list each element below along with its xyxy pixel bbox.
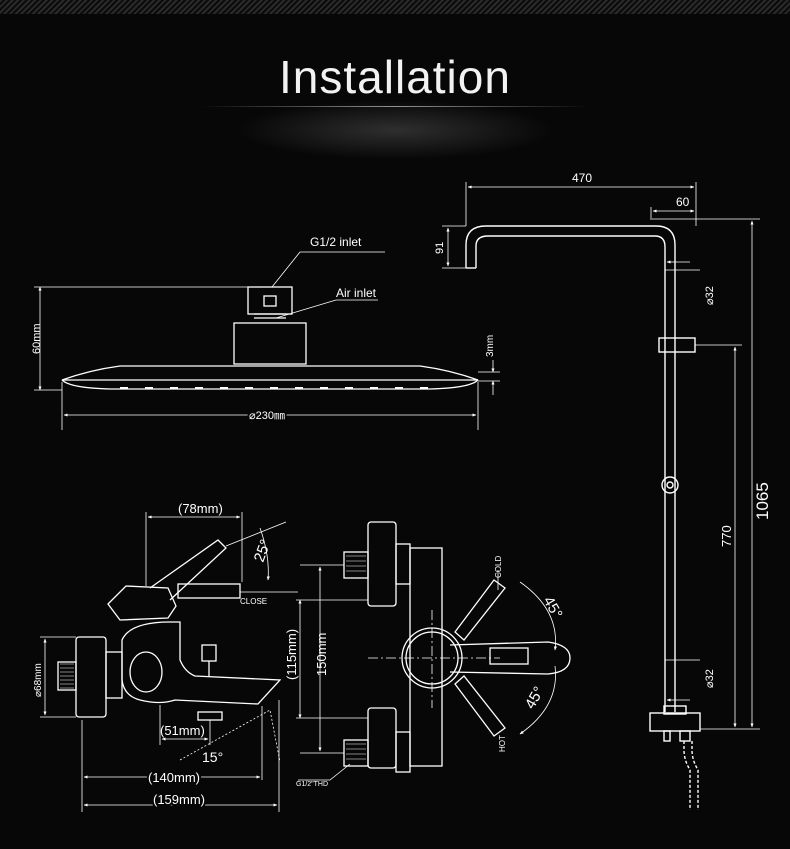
- air-inlet-label: Air inlet: [336, 286, 377, 300]
- upper-nut: [395, 543, 411, 585]
- spout-angle-label: 15°: [202, 749, 223, 765]
- decorative-top-band: [0, 0, 790, 14]
- cold-label: COLD: [494, 556, 503, 578]
- shower-head-diameter-label: ⌀230㎜: [249, 410, 285, 422]
- title-glow: [235, 100, 555, 160]
- shower-head-nut-slot: [263, 295, 277, 307]
- shower-hose: [683, 741, 691, 810]
- mixer-front-dimensions: [296, 564, 558, 781]
- spout-aerator: [489, 647, 529, 665]
- mixer-body-front: [409, 547, 443, 767]
- title-underline: [200, 106, 590, 107]
- mixer-side-view: [57, 539, 282, 721]
- diverter-body: [649, 712, 701, 732]
- mixer-side-dimensions: [40, 512, 298, 812]
- inlet-fitting: [57, 661, 77, 691]
- hot-angle-label: 45°: [522, 684, 548, 712]
- cold-lever: [454, 579, 506, 641]
- hot-lever: [454, 675, 506, 737]
- shower-head-drawing: [61, 286, 479, 390]
- shower-head-body: [233, 322, 307, 365]
- wall-flange: [75, 636, 107, 718]
- mixer-spout-front: [449, 641, 571, 675]
- riser-dimensions: [442, 182, 760, 730]
- g12-inlet-label: G1/2 inlet: [310, 235, 362, 249]
- spout-outlet: [197, 711, 223, 721]
- close-label: CLOSE: [240, 597, 267, 606]
- spout-valve: [201, 644, 217, 662]
- mixer-body-side: [121, 621, 282, 705]
- riser-total-height-label: 1065: [753, 482, 772, 520]
- riser-slide-knob: [661, 476, 679, 494]
- mixer-lever-handle: [149, 539, 227, 601]
- arm-drop-label: 91: [434, 242, 446, 254]
- slide-length-label: 770: [719, 525, 734, 547]
- pipe-diameter-top-label: ⌀32: [704, 286, 716, 305]
- hot-label: HOT: [498, 735, 507, 752]
- riser-inner-edge: [475, 235, 666, 712]
- mixer-height-label: 150mm: [314, 633, 329, 676]
- page-title: Installation: [279, 51, 511, 103]
- inlet-nut: [105, 651, 123, 699]
- arm-offset-label: 60: [676, 195, 690, 209]
- inlet-centers-label: (115mm): [284, 629, 299, 680]
- lower-nut: [395, 731, 411, 773]
- cold-angle-label: 45°: [540, 594, 566, 622]
- flange-diameter-label: ⌀68mm: [33, 663, 44, 697]
- lever-angle-label: 25°: [251, 537, 275, 564]
- mixer-cartridge-side: [129, 651, 163, 693]
- upper-flange: [367, 521, 397, 607]
- pipe-diameter-bottom-label: ⌀32: [704, 669, 716, 688]
- arm-length-label: 470: [572, 171, 592, 185]
- shower-head-thickness-label: 3mm: [485, 335, 496, 357]
- shower-head-connector: [247, 286, 293, 315]
- shower-head-dimensions: [34, 251, 500, 430]
- depth-outer-label: (159mm): [153, 792, 205, 807]
- thread-size-label: G1/2"THD: [296, 781, 328, 788]
- mixer-lever-cap: [177, 583, 241, 599]
- shower-head-plate: [61, 365, 479, 381]
- lever-reach-label: (78mm): [178, 501, 223, 516]
- spout-offset-label: (51mm): [160, 723, 205, 738]
- shower-head-height-label: 60mm: [31, 323, 43, 354]
- mixer-front-view: [343, 521, 571, 773]
- lower-flange: [367, 707, 397, 769]
- riser-outer-edge: [465, 225, 676, 712]
- mixer-lever-base: [107, 585, 177, 621]
- depth-inner-label: (140mm): [148, 770, 200, 785]
